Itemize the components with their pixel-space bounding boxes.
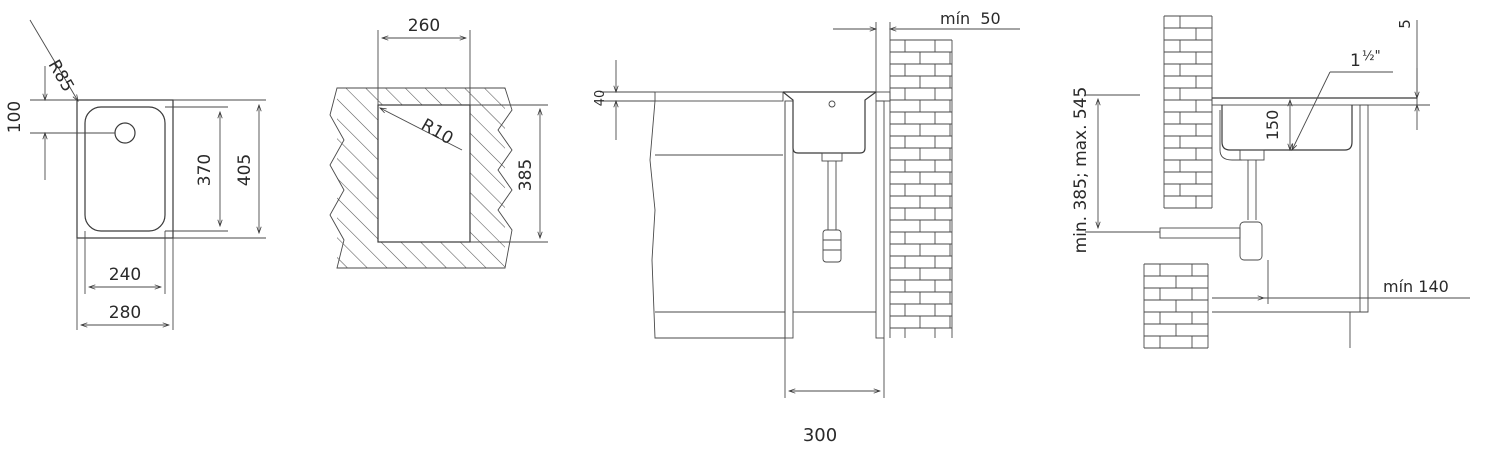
dim-300-label: 300 <box>803 425 837 446</box>
countertop-right <box>875 91 891 102</box>
waste-size-fraction: ½" <box>1362 49 1381 64</box>
sink-outline <box>76 99 174 239</box>
height-range-label: min. 385; max. 545 <box>1071 87 1091 254</box>
drain-pipe <box>827 161 837 230</box>
drain-fitting <box>821 152 843 162</box>
dim-260-label: 260 <box>408 16 440 36</box>
top-view: R85 100 370 405 240 280 <box>5 19 266 330</box>
brick-wall-side <box>889 40 953 338</box>
overflow-pipe <box>1219 110 1242 161</box>
cutout-view: 260 R10 385 <box>329 16 548 269</box>
drain-hole <box>114 122 136 144</box>
r85-label: R85 <box>44 57 78 96</box>
sink-bowl <box>782 91 877 154</box>
dim-280-label: 280 <box>109 303 141 323</box>
siphon <box>822 229 842 263</box>
brick-pattern-install <box>1144 15 1212 348</box>
cutout-outline <box>377 104 471 243</box>
siphon-install <box>1239 221 1263 261</box>
min-50-label: mín 50 <box>940 9 1001 28</box>
r85-leader <box>29 19 78 101</box>
brick-pattern <box>890 39 952 338</box>
countertop-left <box>654 91 784 102</box>
sink-bowl-install <box>1221 105 1353 151</box>
dim-100-label: 100 <box>5 101 25 133</box>
dim-5-label: 5 <box>1396 19 1414 29</box>
waste-size-whole: 1 <box>1350 51 1361 71</box>
cabinet-side <box>1359 104 1369 313</box>
cabinet-left <box>649 100 786 339</box>
waste-pipe <box>1247 160 1257 220</box>
installation-view: 5 1 ½" 150 min. 385; max. 545 mín 140 <box>1071 15 1470 349</box>
dim-240-label: 240 <box>109 265 141 285</box>
countertop-edge <box>329 87 513 269</box>
dim-405-label: 405 <box>235 154 255 186</box>
cabinet-wall-left <box>784 100 794 339</box>
r10-leader <box>380 108 463 151</box>
dim-150-label: 150 <box>1263 110 1282 141</box>
countertop-hatch <box>337 88 505 268</box>
dim-370-label: 370 <box>195 154 215 186</box>
bowl-outline <box>84 106 166 232</box>
cabinet-wall-right <box>875 100 885 339</box>
side-view: 40 mín 50 300 <box>593 9 1020 446</box>
dim-385-label: 385 <box>516 159 536 191</box>
dim-40-label: 40 <box>593 90 608 107</box>
min-140-label: mín 140 <box>1383 277 1449 296</box>
outlet-pipe <box>1159 227 1241 239</box>
